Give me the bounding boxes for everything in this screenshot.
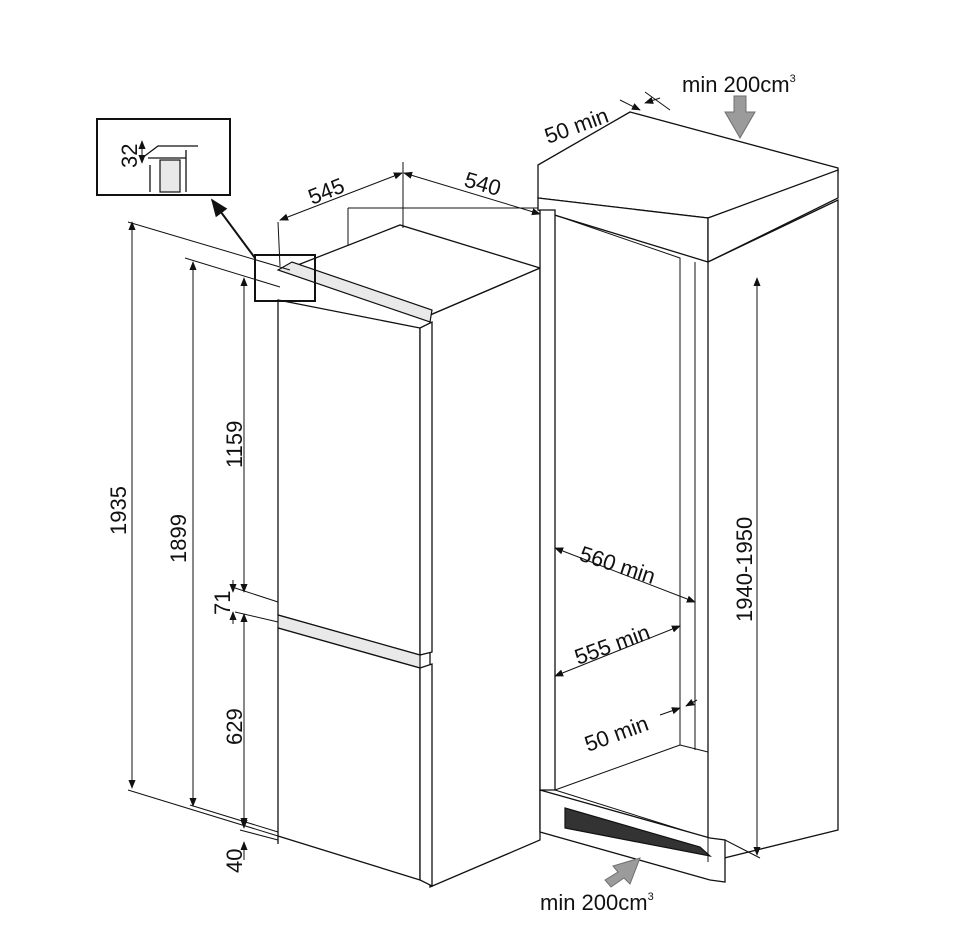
base-label: 40 [222,849,247,873]
top-vent-label: min 200cm3 [682,72,796,97]
door-height-label: 1899 [166,514,191,563]
detail-inset-box [96,118,231,196]
fridge-upper-door [277,299,421,656]
width-top-label: 540 [462,167,504,201]
cabinet-right-side [707,198,839,863]
niche-depth-label: 560 min [576,541,658,589]
fridge-side-panel [429,267,541,888]
lower-door-label: 629 [222,708,247,745]
detail-callout: 32 [96,118,316,302]
plinth-vent-opening [564,807,713,857]
pointer-arrow-icon [210,198,256,259]
top-vent: min 200cm3 [682,72,796,140]
rear-clearance-label: 50 min [581,711,652,757]
fridge-lower-door-edge [419,663,433,888]
gap-label: 71 [210,591,235,615]
cabinet-left-edge [539,209,556,791]
fridge-lower-door [277,627,421,881]
upper-door-label: 1159 [222,421,247,468]
niche-width-label: 555 min [571,619,653,669]
detail-gap-label: 32 [117,144,142,168]
arrow-down-icon [724,95,756,140]
fridge-appliance [276,224,542,888]
overall-height-label: 1935 [106,486,131,535]
niche-height-label: 1940-1950 [732,517,757,622]
niche-cabinet [537,111,839,883]
arrow-up-icon [604,857,641,888]
fridge-top-trim [276,261,433,323]
detail-highlight-box [254,254,316,302]
depth-top-label: 545 [305,173,348,210]
bottom-vent-label: min 200cm3 [540,890,654,915]
fridge-upper-door-edge [419,320,433,656]
bottom-vent: min 200cm3 [540,857,654,915]
fridge-height-dimensions: 1935 1899 1159 71 629 40 [106,221,291,873]
